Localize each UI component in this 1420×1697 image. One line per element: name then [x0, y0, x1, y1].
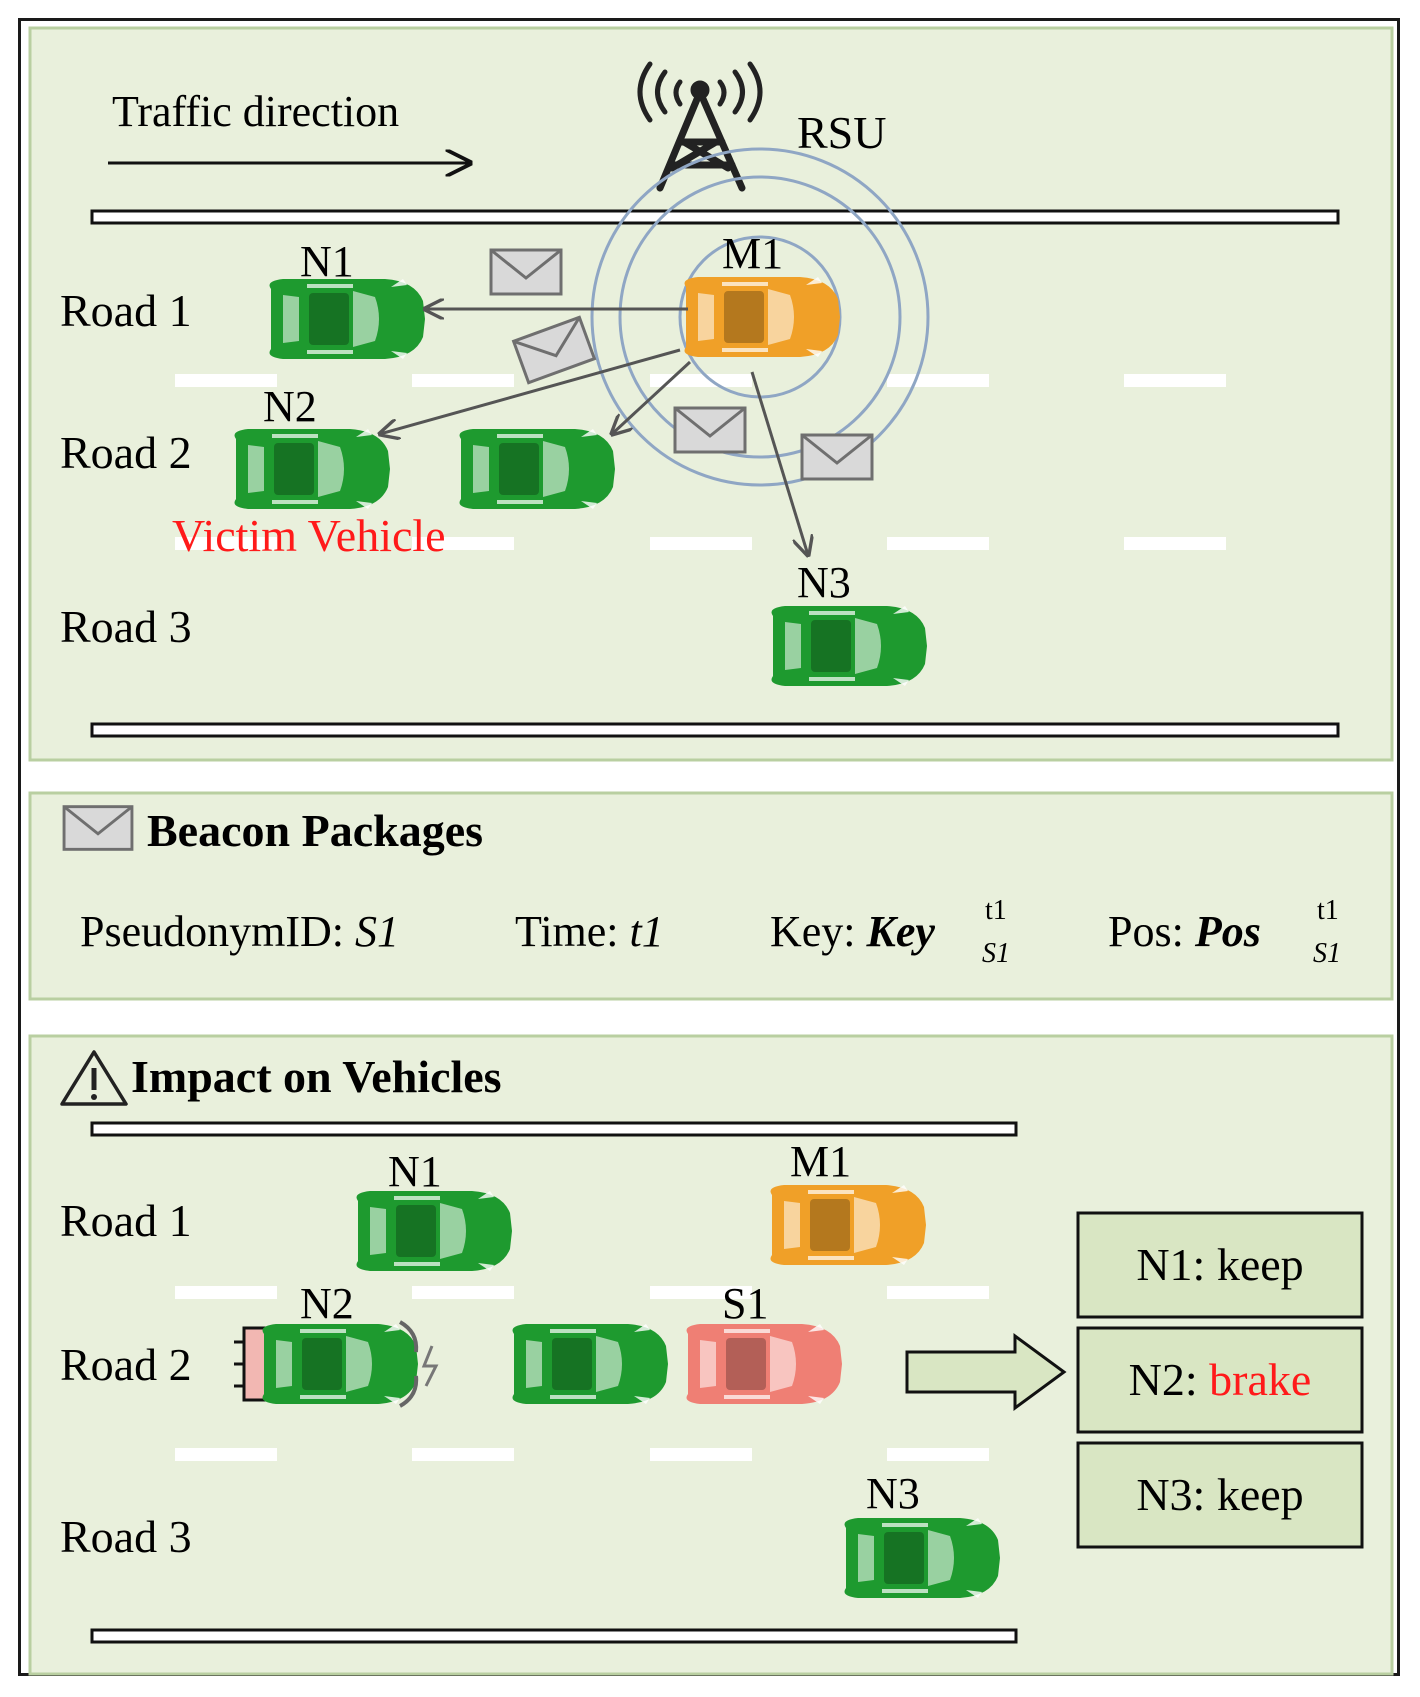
- vehicle-s1: [684, 1322, 844, 1406]
- n2-label: N2: [263, 382, 317, 431]
- vehicle-n2: [232, 427, 392, 511]
- vehicle-n1: [267, 277, 427, 361]
- svg-text:N2: brake: N2: brake: [1129, 1354, 1312, 1405]
- pseudonym-field: PseudonymID: S1: [80, 907, 399, 956]
- road-1-label: Road 1: [60, 285, 192, 336]
- outcome-box-n2: N2: brake: [1076, 1326, 1364, 1434]
- envelope-icon: [62, 805, 134, 851]
- n3-label: N3: [866, 1469, 920, 1518]
- collision-shake-icon: [398, 1320, 439, 1408]
- beacon-packages-panel: Beacon Packages PseudonymID: S1 Time: t1…: [28, 791, 1394, 1001]
- pos-subscript: S1: [1313, 938, 1341, 969]
- m1-label: M1: [790, 1137, 851, 1186]
- svg-text:N3: keep: N3: keep: [1136, 1469, 1303, 1520]
- s1-label: S1: [722, 1279, 768, 1328]
- rsu-range-rings: [590, 147, 930, 487]
- pos-superscript: t1: [1317, 895, 1339, 926]
- impact-panel: Impact on Vehicles Road 1 Road 2 Road 3: [28, 1034, 1394, 1676]
- vehicle-n3: [842, 1516, 1002, 1600]
- vehicle-n1: [354, 1189, 514, 1273]
- lane-markings: [175, 374, 1226, 550]
- beacon-packages-title: Beacon Packages: [147, 805, 483, 856]
- pos-field: Pos: Pos: [1108, 907, 1261, 956]
- rsu-tower-icon: [637, 61, 763, 192]
- road-1-label: Road 1: [60, 1195, 192, 1246]
- road-border-top: [90, 209, 1340, 225]
- road-3-label: Road 3: [60, 1511, 192, 1562]
- key-subscript: S1: [982, 938, 1010, 969]
- outcome-box-n1: N1: keep: [1076, 1211, 1364, 1319]
- beacon-arrows: [380, 309, 808, 555]
- key-field: Key: Key: [770, 907, 935, 956]
- n1-label: N1: [388, 1147, 442, 1196]
- vehicle-road2-second: [457, 427, 617, 511]
- traffic-direction-label: Traffic direction: [112, 87, 399, 136]
- road-2-label: Road 2: [60, 427, 192, 478]
- vehicle-n3: [769, 604, 929, 688]
- road-border-bottom: [90, 722, 1340, 738]
- key-superscript: t1: [985, 895, 1007, 926]
- beacon-envelope-icon: [800, 433, 874, 481]
- victim-vehicle-label: Victim Vehicle: [172, 510, 446, 561]
- vehicle-m1: [682, 275, 842, 359]
- vehicle-n2: [260, 1322, 420, 1406]
- result-arrow: [905, 1333, 1067, 1411]
- road-border-top: [90, 1121, 1018, 1137]
- road-3-label: Road 3: [60, 601, 192, 652]
- n2-label: N2: [300, 1279, 354, 1328]
- vehicle-road2-second: [510, 1322, 670, 1406]
- impact-title: Impact on Vehicles: [131, 1051, 502, 1102]
- time-field: Time: t1: [515, 907, 664, 956]
- scenario-panel: Traffic direction RSU: [28, 26, 1394, 762]
- warning-icon: [60, 1050, 128, 1106]
- beacon-envelope-icon: [489, 248, 563, 296]
- lane-markings: [175, 1286, 989, 1461]
- vehicle-m1: [768, 1183, 928, 1267]
- n1-label: N1: [300, 237, 354, 286]
- road-2-label: Road 2: [60, 1339, 192, 1390]
- road-border-bottom: [90, 1628, 1018, 1644]
- outcome-box-n3: N3: keep: [1076, 1441, 1364, 1549]
- rsu-label: RSU: [797, 107, 886, 158]
- n3-label: N3: [797, 558, 851, 607]
- beacon-envelope-icon: [673, 406, 747, 454]
- svg-text:N1: keep: N1: keep: [1136, 1239, 1303, 1290]
- m1-label: M1: [722, 229, 783, 278]
